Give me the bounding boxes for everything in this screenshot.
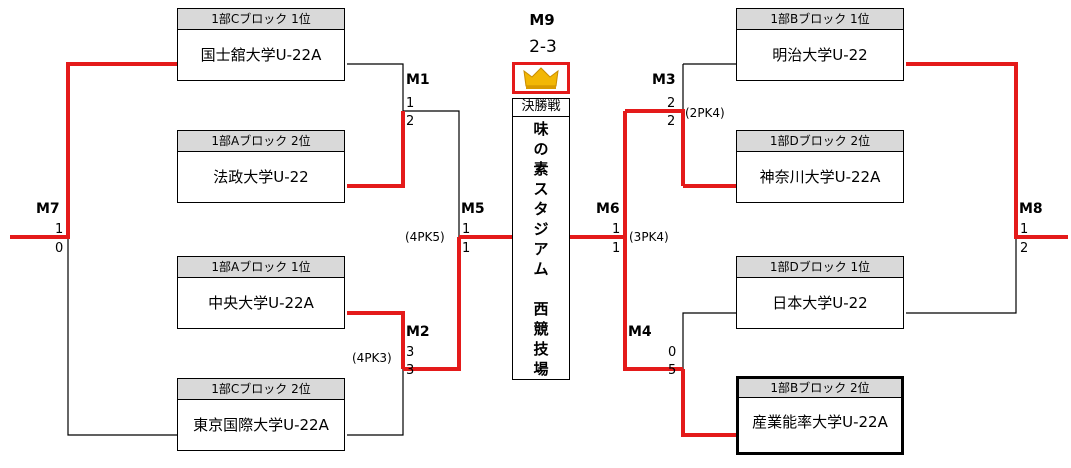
score-m2-bottom: 3 <box>406 363 415 378</box>
crown-icon <box>512 62 570 94</box>
team-block-rank: 1部Dブロック 2位 <box>737 131 903 152</box>
team-box: 1部Aブロック 1位 中央大学U-22A <box>177 256 345 329</box>
score-m3-top: 2 <box>667 96 676 111</box>
team-name: 明治大学U-22 <box>772 46 868 64</box>
score-m8-bottom: 2 <box>1020 241 1029 256</box>
match-label-m2: M2 <box>406 324 430 340</box>
match-label-m1: M1 <box>406 72 430 88</box>
team-name: 産業能率大学U-22A <box>752 413 888 431</box>
score-m7-bottom: 0 <box>55 241 64 256</box>
team-block-rank: 1部Bブロック 1位 <box>737 9 903 30</box>
final-score: 2-3 <box>529 37 557 57</box>
team-name: 国士舘大学U-22A <box>200 46 322 64</box>
pk-m5: (4PK5) <box>405 230 445 244</box>
team-box: 1部Bブロック 1位 明治大学U-22 <box>736 8 904 81</box>
venue-char: の <box>533 140 549 158</box>
team-name: 東京国際大学U-22A <box>193 416 329 434</box>
team-name: 中央大学U-22A <box>208 294 314 312</box>
venue-char: ジ <box>533 220 549 238</box>
team-block-rank: 1部Dブロック 1位 <box>737 257 903 278</box>
team-block-rank: 1部Bブロック 2位 <box>739 379 901 398</box>
venue-char <box>513 279 569 299</box>
venue-char: 場 <box>533 360 549 378</box>
venue-char: ス <box>533 180 549 198</box>
score-m3-bottom: 2 <box>667 114 676 129</box>
venue-char: 味 <box>533 120 549 138</box>
team-name: 日本大学U-22 <box>772 294 868 312</box>
score-m7-top: 1 <box>55 222 64 237</box>
venue-char: 素 <box>533 160 549 178</box>
match-label-m7: M7 <box>36 201 60 217</box>
final-box: 決勝戦 味 の 素 ス タ ジ ア ム 西 競 技 場 <box>512 98 570 380</box>
score-m4-top: 0 <box>668 345 677 360</box>
score-m2-top: 3 <box>406 345 415 360</box>
venue-char: ア <box>533 240 549 258</box>
venue-char: 競 <box>533 320 549 338</box>
score-m5-top: 1 <box>462 222 471 237</box>
venue-char: タ <box>533 200 549 218</box>
team-block-rank: 1部Aブロック 1位 <box>178 257 344 278</box>
score-m6-bottom: 1 <box>612 241 621 256</box>
match-label-m4: M4 <box>628 324 652 340</box>
team-block-rank: 1部Aブロック 2位 <box>178 131 344 152</box>
team-block-rank: 1部Cブロック 1位 <box>178 9 344 30</box>
team-name: 法政大学U-22 <box>213 168 309 186</box>
score-m1-bottom: 2 <box>406 114 415 129</box>
match-label-m9: M9 <box>529 11 555 29</box>
team-name: 神奈川大学U-22A <box>759 168 881 186</box>
team-box: 1部Cブロック 1位 国士舘大学U-22A <box>177 8 345 81</box>
pk-m2: (4PK3) <box>352 351 392 365</box>
pk-m6: (3PK4) <box>629 230 669 244</box>
pk-m3: (2PK4) <box>685 106 725 120</box>
team-box: 1部Aブロック 2位 法政大学U-22 <box>177 130 345 203</box>
venue-char: ム <box>533 260 549 278</box>
match-label-m3: M3 <box>652 72 676 88</box>
final-title: 決勝戦 <box>513 99 569 117</box>
match-label-m5: M5 <box>461 201 485 217</box>
team-box: 1部Dブロック 2位 神奈川大学U-22A <box>736 130 904 203</box>
venue-name: 味 の 素 ス タ ジ ア ム 西 競 技 場 <box>513 119 569 379</box>
venue-char: 技 <box>533 340 549 358</box>
venue-char: 西 <box>533 300 549 318</box>
match-label-m6: M6 <box>596 201 620 217</box>
team-box: 1部Cブロック 2位 東京国際大学U-22A <box>177 378 345 451</box>
team-box: 1部Bブロック 2位 産業能率大学U-22A <box>736 376 904 455</box>
score-m5-bottom: 1 <box>462 241 471 256</box>
score-m1-top: 1 <box>406 96 415 111</box>
match-label-m8: M8 <box>1019 201 1043 217</box>
score-m4-bottom: 5 <box>668 363 677 378</box>
score-m8-top: 1 <box>1020 222 1029 237</box>
team-block-rank: 1部Cブロック 2位 <box>178 379 344 400</box>
team-box: 1部Dブロック 1位 日本大学U-22 <box>736 256 904 329</box>
score-m6-top: 1 <box>612 222 621 237</box>
